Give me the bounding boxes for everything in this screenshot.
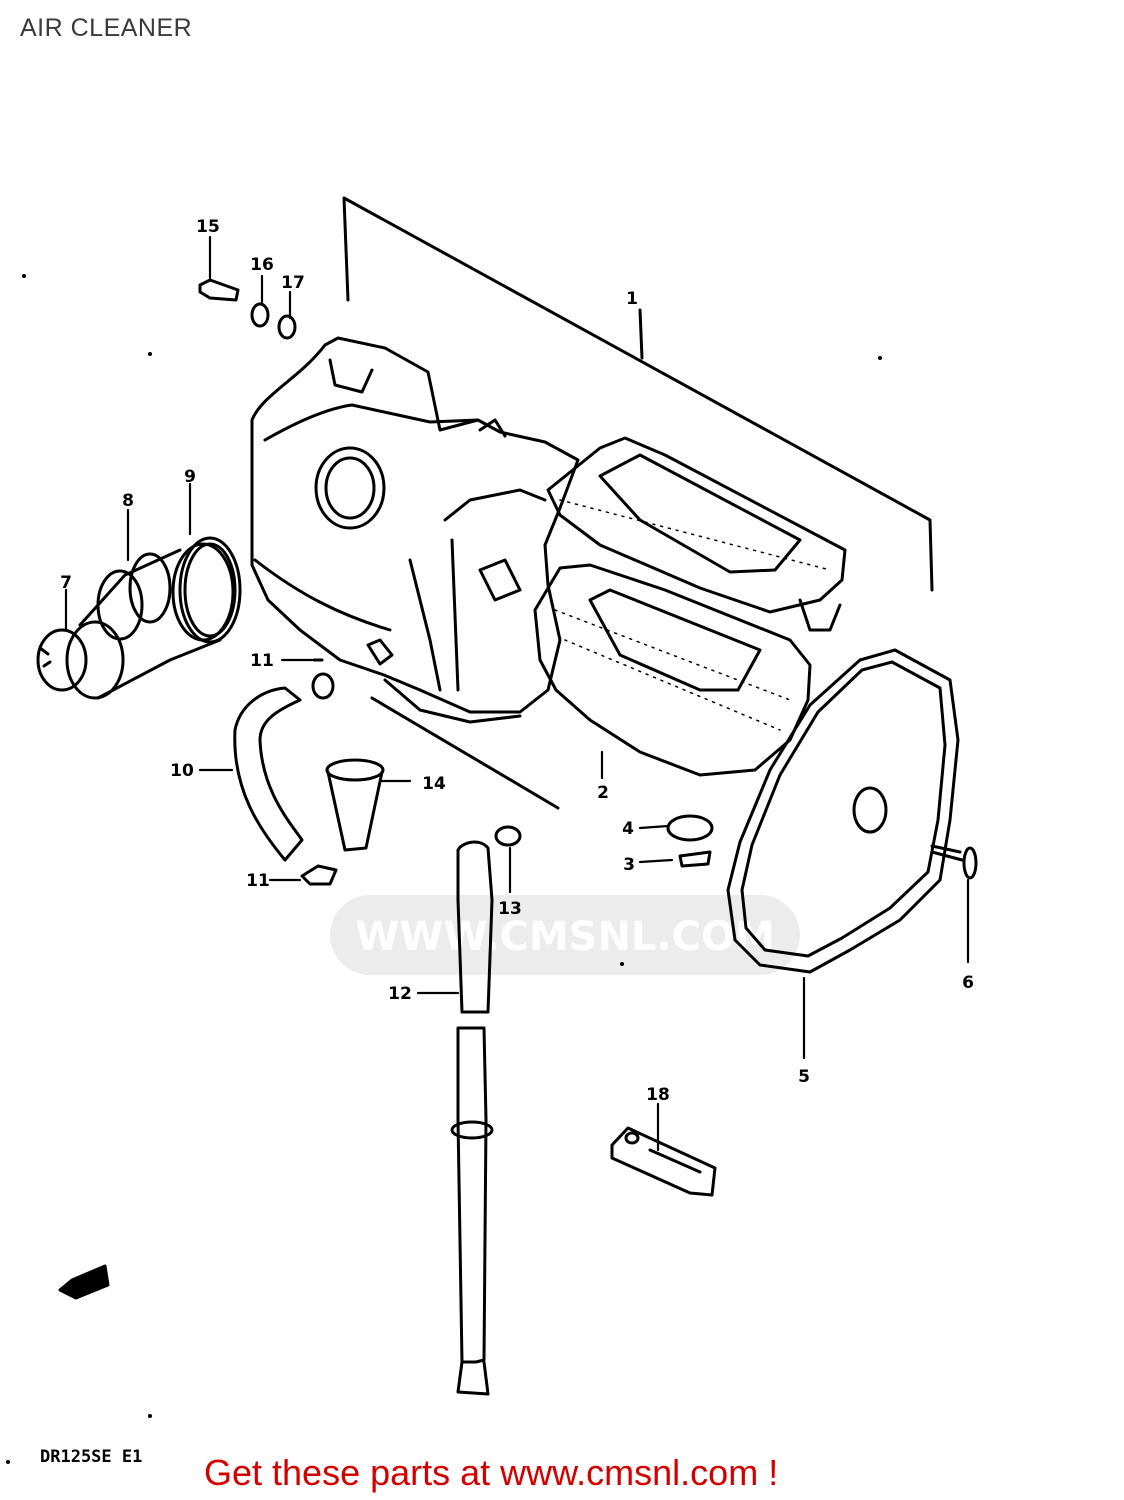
intake-boot-8 xyxy=(65,542,235,700)
stray-dots xyxy=(6,274,882,1464)
nut-3 xyxy=(678,850,712,868)
washer-16 xyxy=(250,302,270,328)
plate-18 xyxy=(610,1126,717,1197)
callout-15: 15 xyxy=(196,217,220,237)
watermark: WWW.CMSNL.COM xyxy=(330,895,800,975)
clamp-13 xyxy=(494,825,522,847)
callout-5: 5 xyxy=(798,1067,810,1087)
callout-12: 12 xyxy=(388,984,412,1004)
callout-9: 9 xyxy=(184,467,196,487)
callout-7: 7 xyxy=(60,573,72,593)
callout-11-upper: 11 xyxy=(250,651,274,671)
direction-arrow-icon xyxy=(58,1264,110,1300)
assembly-bracket-1 xyxy=(342,196,934,592)
nut-17 xyxy=(277,314,297,340)
clip-11-lower xyxy=(300,864,338,886)
callout-10: 10 xyxy=(170,761,194,781)
callout-17: 17 xyxy=(281,273,305,293)
callout-11-lower: 11 xyxy=(246,871,270,891)
page-title: AIR CLEANER xyxy=(20,14,193,42)
callout-13: 13 xyxy=(498,899,522,919)
callout-8: 8 xyxy=(122,491,134,511)
hose-10 xyxy=(233,686,304,862)
filter-element-speckle xyxy=(554,499,831,731)
cap-14 xyxy=(325,758,385,852)
clip-11-upper xyxy=(311,658,335,700)
callout-labels: 1 2 3 4 5 6 7 8 9 10 11 11 12 13 14 15 1… xyxy=(60,217,974,1105)
footer-link[interactable]: Get these parts at www.cmsnl.com ! xyxy=(204,1452,779,1493)
callout-18: 18 xyxy=(646,1085,670,1105)
cover-screw xyxy=(930,844,978,880)
leader-lines xyxy=(64,235,970,1152)
air-cleaner-case xyxy=(250,336,580,810)
callout-2: 2 xyxy=(597,783,609,803)
callout-6: 6 xyxy=(962,973,974,993)
clamp-7 xyxy=(36,628,88,692)
callout-4: 4 xyxy=(622,819,634,839)
filter-frame-upper xyxy=(546,436,847,632)
drain-tube-12 xyxy=(450,840,494,1396)
callout-1: 1 xyxy=(626,289,638,309)
grommet-4 xyxy=(666,814,714,842)
watermark-text: WWW.CMSNL.COM xyxy=(355,914,775,960)
callout-3: 3 xyxy=(623,855,635,875)
callout-14: 14 xyxy=(422,774,446,794)
filter-element-2 xyxy=(533,563,812,777)
bolt-15 xyxy=(198,278,240,302)
model-code: DR125SE E1 xyxy=(40,1447,142,1467)
o-ring-9 xyxy=(178,536,242,644)
callout-16: 16 xyxy=(250,255,274,275)
